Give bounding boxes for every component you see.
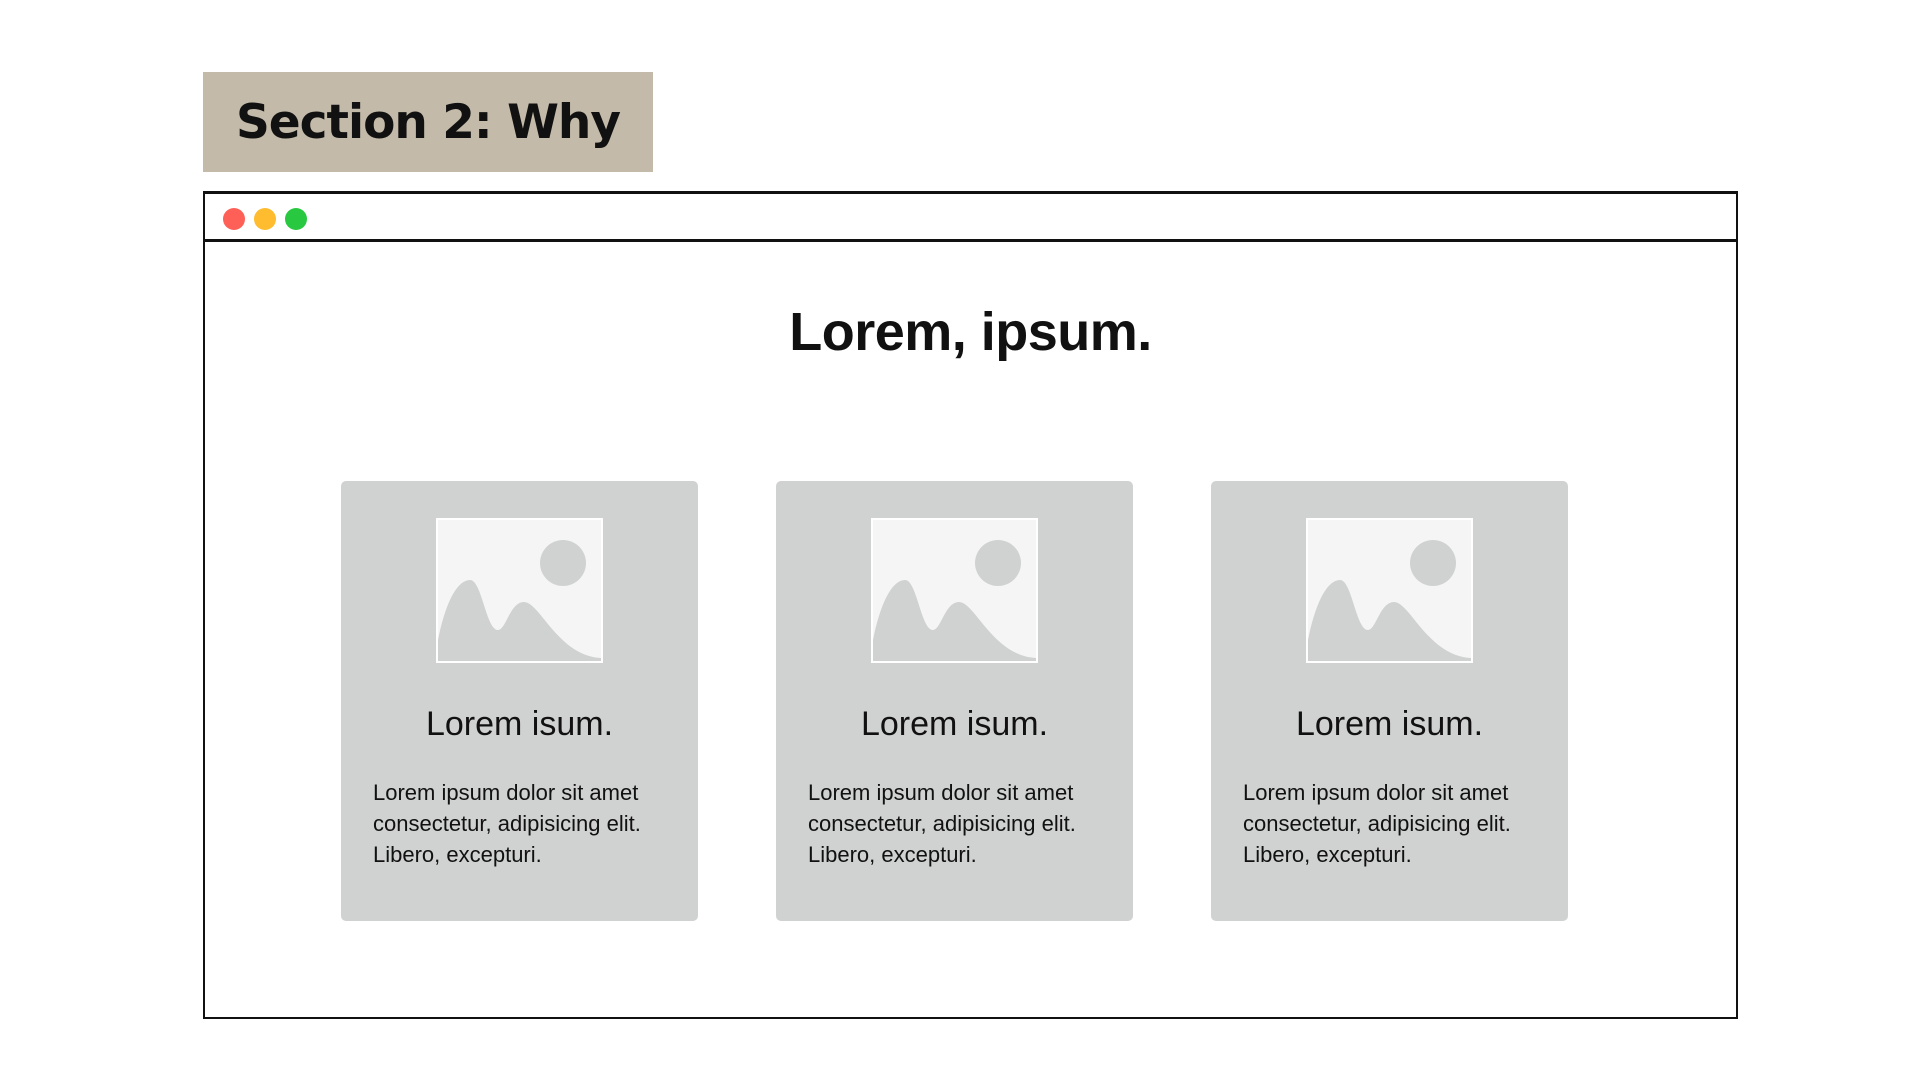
browser-titlebar [205, 193, 1736, 242]
image-placeholder-icon [1306, 518, 1473, 663]
image-placeholder-icon [436, 518, 603, 663]
card-text: Lorem ipsum dolor sit amet consectetur, … [1243, 780, 1511, 867]
card-text: Lorem ipsum dolor sit amet consectetur, … [373, 780, 641, 867]
close-window-button[interactable] [223, 208, 245, 230]
browser-window: Lorem, ipsum. Lorem isum. Lorem ipsum do… [203, 191, 1738, 1019]
section-label: Section 2: Why [235, 94, 621, 150]
section-tag: Section 2: Why [203, 72, 653, 172]
card-title: Lorem isum. [1295, 705, 1484, 743]
feature-card: Lorem isum. Lorem ipsum dolor sit amet c… [1211, 481, 1568, 921]
feature-card: Lorem isum. Lorem ipsum dolor sit amet c… [776, 481, 1133, 921]
card-title: Lorem isum. [860, 705, 1049, 743]
page-title: Lorem, ipsum. [789, 302, 1152, 362]
feature-card: Lorem isum. Lorem ipsum dolor sit amet c… [341, 481, 698, 921]
image-placeholder-icon [871, 518, 1038, 663]
card-title: Lorem isum. [425, 705, 614, 743]
minimize-window-button[interactable] [254, 208, 276, 230]
card-text: Lorem ipsum dolor sit amet consectetur, … [808, 780, 1076, 867]
zoom-window-button[interactable] [285, 208, 307, 230]
